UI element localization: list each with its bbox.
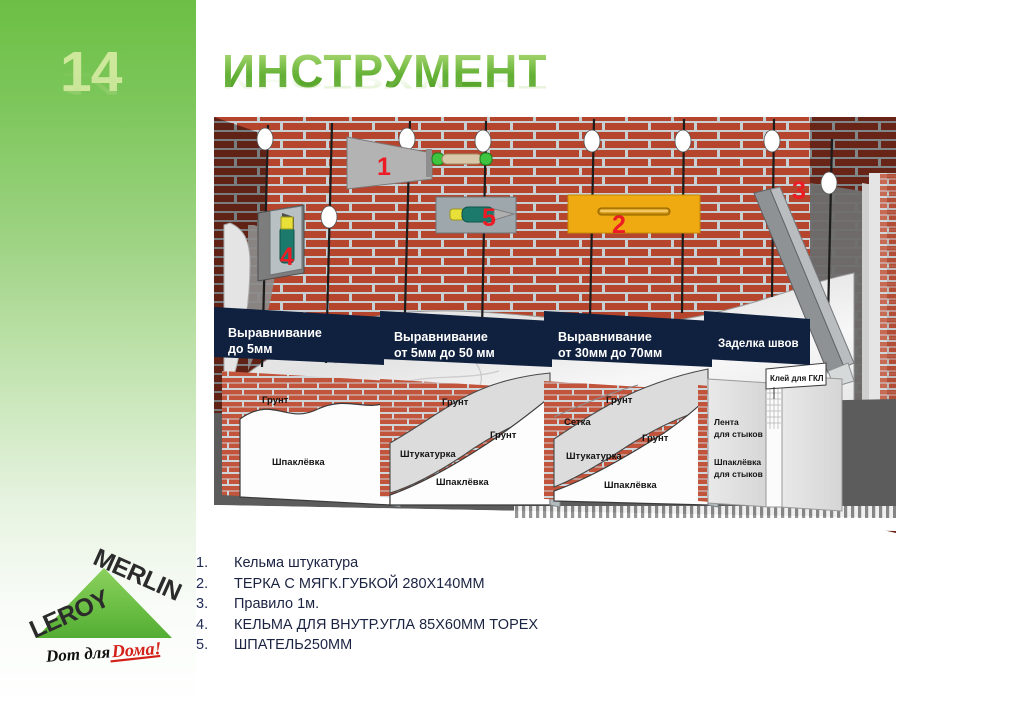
list-item-label: ТЕРКА С МЯГК.ГУБКОЙ 280Х140ММ [234,575,485,592]
tool-4-inner-corner-trowel [257,204,305,282]
layer-label: Лента [714,417,739,427]
callout-label-4: 4 [280,243,294,271]
page-title: ИНСТРУМЕНТ [222,45,548,97]
page-number-reflection: 14 [60,66,122,102]
tool-2-sponge-float [567,194,701,234]
layer-label: Шпаклёвка [604,480,657,491]
svg-text:Dома!: Dома! [110,638,162,661]
list-item-label: КЕЛЬМА ДЛЯ ВНУТР.УГЛА 85Х60ММ TOPEX [234,616,539,633]
list-item: 3. Правило 1м. [196,596,756,617]
layer-label: Сетка [564,417,591,428]
layer-label: Штукатурка [566,451,622,462]
callout-label-3: 3 [792,177,806,205]
panel-title-line1: Выравнивание [228,326,322,340]
list-item-label: Правило 1м. [234,596,320,612]
page-number: 14 [60,40,122,104]
list-item-number: 1. [196,555,209,571]
list-item: 1. Кельма штукатура [196,555,756,576]
list-item: 5. ШПАТЕЛЬ250ММ [196,637,756,658]
tool-1-plaster-trowel [346,136,493,190]
layer-label: Штукатурка [400,449,456,460]
tool-list: 1. Кельма штукатура 2. ТЕРКА С МЯГК.ГУБК… [196,555,756,658]
layer-label: Грунт [642,433,669,444]
list-item-number: 4. [196,616,209,633]
svg-text:Dom для: Dom для [44,642,111,666]
list-item-number: 3. [196,596,209,612]
section-panel-3: Грунт Сетка Грунт Штукатурка Шпаклёвка В… [544,311,719,508]
callout-label-5: 5 [482,204,496,232]
layer-label: для стыков [714,469,763,479]
panel-title-line1: Выравнивание [394,330,488,344]
list-item-label: Кельма штукатура [234,555,359,571]
section-panel-2: Грунт Грунт Штукатурка Шпаклёвка Выравни… [380,311,561,508]
layer-label: для стыков [714,429,763,439]
list-item-number: 5. [196,637,209,653]
layer-label: Грунт [442,397,469,408]
layer-label: Шпаклёвка [436,477,489,488]
panel-title-line1: Заделка швов [718,338,799,350]
panel-title-line2: до 5мм [228,342,273,356]
page-title-reflection: ИНСТРУМЕНТ [222,67,548,94]
layer-label: Грунт [490,430,517,441]
list-item: 4. КЕЛЬМА ДЛЯ ВНУТР.УГЛА 85Х60ММ TOPEX [196,617,756,638]
layer-label: Шпаклёвка [272,457,325,468]
wall-finishing-illustration: 1 4 5 2 [214,113,896,538]
panel-title-line2: от 30мм до 70мм [558,346,662,360]
tool-3-straight-rule [753,186,855,388]
layer-label: Грунт [262,395,289,406]
panel-title-line2: от 5мм до 50 мм [394,346,495,360]
layer-label: Грунт [606,395,633,406]
layer-label: Шпаклёвка [714,457,761,467]
callout-label-1: 1 [377,153,391,181]
list-item: 2. ТЕРКА С МЯГК.ГУБКОЙ 280Х140ММ [196,576,756,597]
tool-5-spatula [435,196,517,234]
panel-title-line1: Выравнивание [558,330,652,344]
list-item-number: 2. [196,575,209,592]
layer-label: Клей для ГКЛ [770,374,824,383]
list-item-label: ШПАТЕЛЬ250ММ [234,637,353,653]
callout-label-2: 2 [612,211,626,239]
leroy-merlin-logo: LEROY MERLIN Dom для Dома! [24,546,184,666]
section-panel-1: Грунт Шпаклёвка Выравнивание до 5мм [214,307,401,508]
section-panel-4: Клей для ГКЛ Лента для стыков Шпаклёвка … [698,311,843,512]
